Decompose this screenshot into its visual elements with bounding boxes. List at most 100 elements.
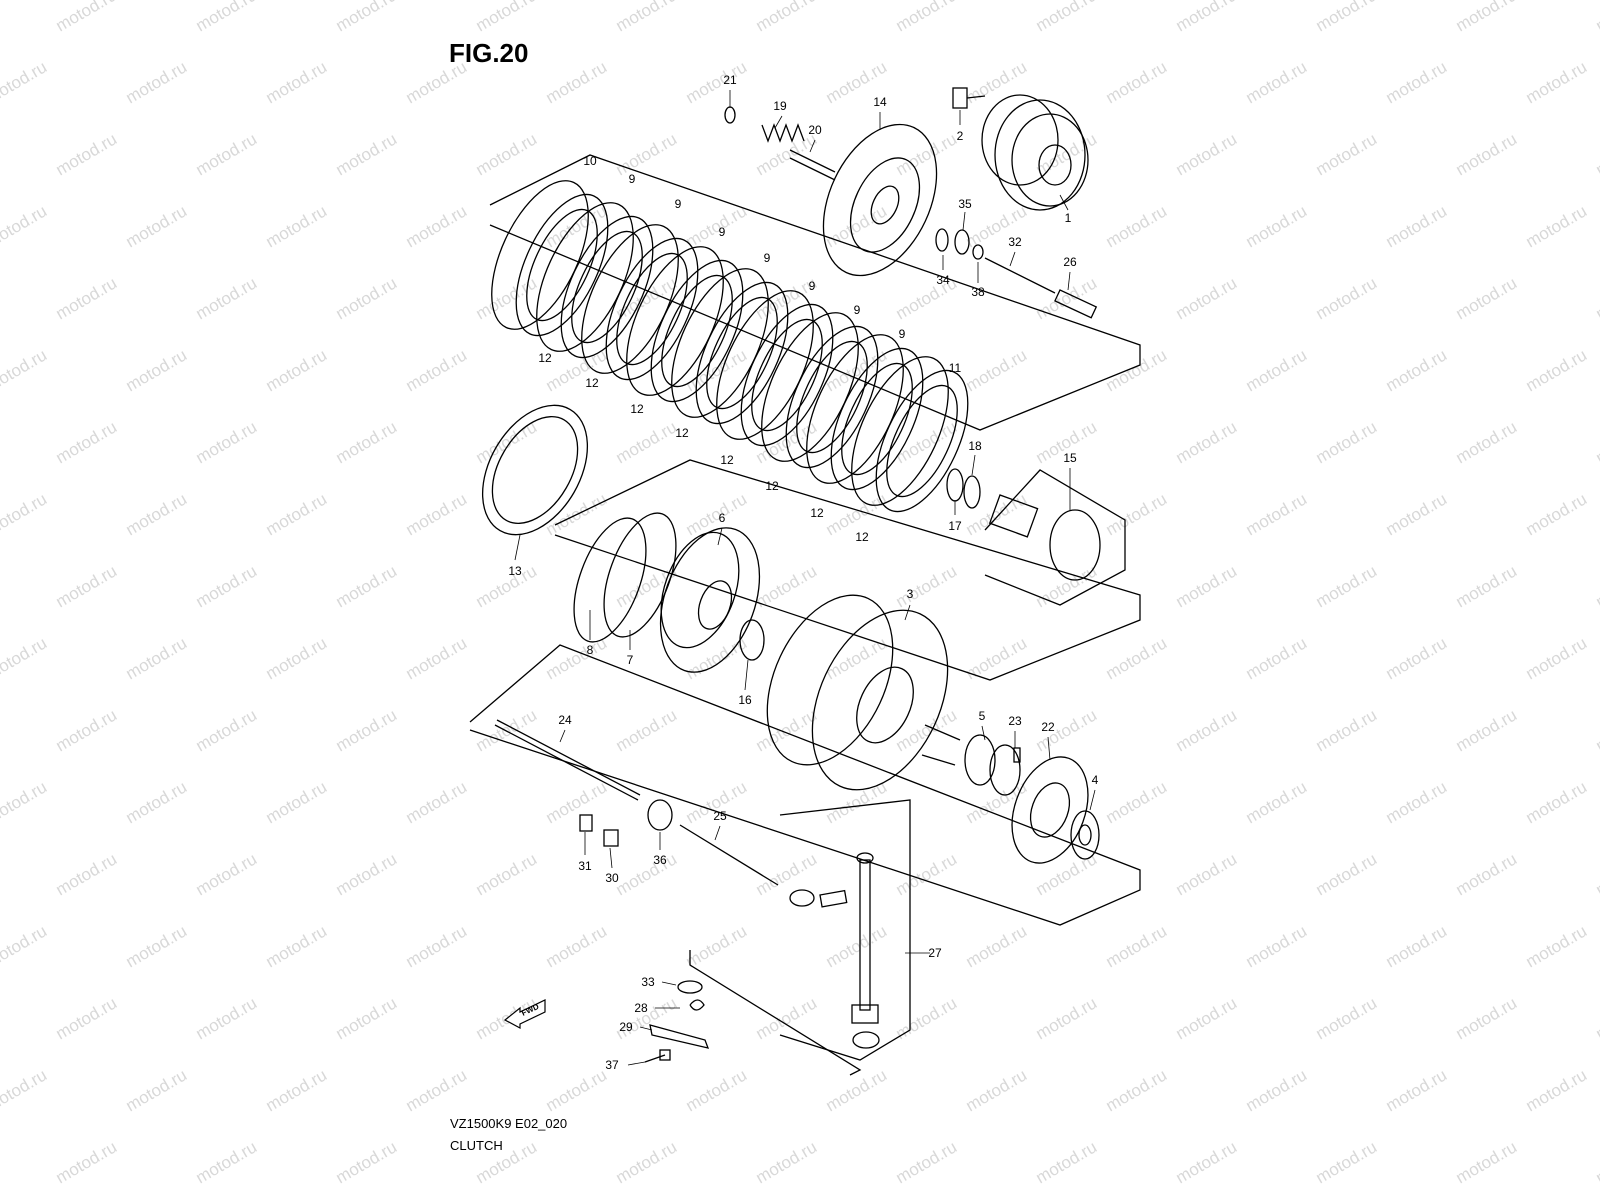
callout-38: 38 bbox=[971, 285, 985, 299]
callout-12: 12 bbox=[855, 530, 869, 544]
callout-19: 19 bbox=[773, 99, 787, 113]
part-5-bearing bbox=[964, 734, 1021, 796]
callout-12: 12 bbox=[810, 506, 824, 520]
callout-30: 30 bbox=[605, 871, 619, 885]
callout-5: 5 bbox=[979, 709, 986, 723]
callout-10: 10 bbox=[583, 154, 597, 168]
part-30-washer bbox=[603, 829, 619, 847]
callout-28: 28 bbox=[634, 1001, 648, 1015]
callout-12: 12 bbox=[675, 426, 689, 440]
friction-plate bbox=[851, 356, 949, 506]
part-18-washer bbox=[963, 475, 981, 509]
callout-14: 14 bbox=[873, 95, 887, 109]
callout-9: 9 bbox=[719, 225, 726, 239]
part-22-gear bbox=[1011, 756, 1089, 864]
callout-26: 26 bbox=[1063, 255, 1077, 269]
steel-plate bbox=[740, 303, 834, 447]
callout-2: 2 bbox=[957, 129, 964, 143]
part-25-push-rod bbox=[679, 824, 779, 886]
fwd-arrow-icon: FWD bbox=[503, 999, 546, 1029]
callout-23: 23 bbox=[1008, 714, 1022, 728]
callout-9: 9 bbox=[854, 303, 861, 317]
part-21-washer bbox=[724, 106, 736, 124]
callout-12: 12 bbox=[765, 479, 779, 493]
callout-25: 25 bbox=[713, 809, 727, 823]
callout-27: 27 bbox=[928, 946, 942, 960]
callout-16: 16 bbox=[738, 693, 752, 707]
part-3-primary-driven-gear bbox=[766, 594, 961, 791]
callout-31: 31 bbox=[578, 859, 592, 873]
callout-33: 33 bbox=[641, 975, 655, 989]
callout-18: 18 bbox=[968, 439, 982, 453]
part-31-bolt bbox=[579, 814, 593, 832]
friction-plate bbox=[671, 268, 769, 418]
figure-title: FIG.20 bbox=[449, 38, 529, 68]
part-26-push-piece bbox=[1054, 289, 1098, 319]
steel-plate bbox=[695, 281, 789, 425]
part-16-washer bbox=[739, 619, 765, 661]
callout-labels: 1234567899999991011121212121212121213141… bbox=[508, 73, 1098, 1072]
callout-12: 12 bbox=[720, 453, 734, 467]
part-13-plate bbox=[481, 404, 589, 536]
callout-12: 12 bbox=[585, 376, 599, 390]
callout-20: 20 bbox=[808, 123, 822, 137]
friction-plate bbox=[491, 180, 589, 330]
basket-group-outline bbox=[554, 459, 1141, 681]
callout-6: 6 bbox=[719, 511, 726, 525]
callout-32: 32 bbox=[1008, 235, 1022, 249]
steel-plate bbox=[830, 347, 924, 491]
part-27-release-shaft bbox=[789, 852, 880, 1049]
callout-3: 3 bbox=[907, 587, 914, 601]
damper-group-outline bbox=[984, 469, 1126, 606]
callout-9: 9 bbox=[899, 327, 906, 341]
callout-9: 9 bbox=[809, 279, 816, 293]
callout-17: 17 bbox=[948, 519, 962, 533]
callout-9: 9 bbox=[764, 251, 771, 265]
friction-plate-stack bbox=[491, 180, 969, 513]
part-2-bolt bbox=[952, 87, 986, 109]
callout-34: 34 bbox=[936, 273, 950, 287]
part-35-bearing bbox=[954, 229, 970, 255]
model-code: VZ1500K9 E02_020 bbox=[450, 1116, 568, 1131]
part-17-bearing bbox=[946, 468, 964, 502]
part-33-washer bbox=[677, 980, 703, 994]
part-23-key bbox=[1013, 747, 1021, 763]
callout-7: 7 bbox=[627, 653, 634, 667]
part-24-push-rod bbox=[494, 719, 641, 801]
part-34-washer bbox=[935, 228, 949, 252]
callout-15: 15 bbox=[1063, 451, 1077, 465]
callout-36: 36 bbox=[653, 853, 667, 867]
callout-12: 12 bbox=[630, 402, 644, 416]
steel-plate bbox=[875, 369, 969, 513]
callout-12: 12 bbox=[538, 351, 552, 365]
part-1-clutch-hub bbox=[981, 94, 1089, 211]
shaft-group-outline bbox=[779, 799, 911, 1061]
callout-35: 35 bbox=[958, 197, 972, 211]
part-38-nut bbox=[972, 244, 984, 260]
primary-group-outline bbox=[469, 644, 1141, 926]
steel-plate bbox=[785, 325, 879, 469]
friction-plate bbox=[626, 246, 724, 396]
friction-plate bbox=[761, 312, 859, 462]
callout-1: 1 bbox=[1065, 211, 1072, 225]
lever-group-outline bbox=[689, 950, 862, 1076]
callout-21: 21 bbox=[723, 73, 737, 87]
steel-plate bbox=[650, 259, 744, 403]
steel-plate bbox=[515, 193, 609, 337]
part-8-washer bbox=[573, 517, 647, 643]
callout-11: 11 bbox=[949, 361, 962, 375]
friction-plate bbox=[581, 224, 679, 374]
callout-13: 13 bbox=[508, 564, 522, 578]
callout-37: 37 bbox=[605, 1058, 619, 1072]
callout-24: 24 bbox=[558, 713, 572, 727]
callout-8: 8 bbox=[587, 643, 594, 657]
figure-caption: CLUTCH bbox=[450, 1138, 503, 1153]
steel-plate bbox=[605, 237, 699, 381]
callout-9: 9 bbox=[675, 197, 682, 211]
part-15-damper bbox=[988, 494, 1101, 581]
plate-group-outline bbox=[489, 154, 1141, 431]
part-14-pressure-plate bbox=[822, 123, 938, 277]
steel-plate bbox=[560, 215, 654, 359]
callout-4: 4 bbox=[1092, 773, 1099, 787]
